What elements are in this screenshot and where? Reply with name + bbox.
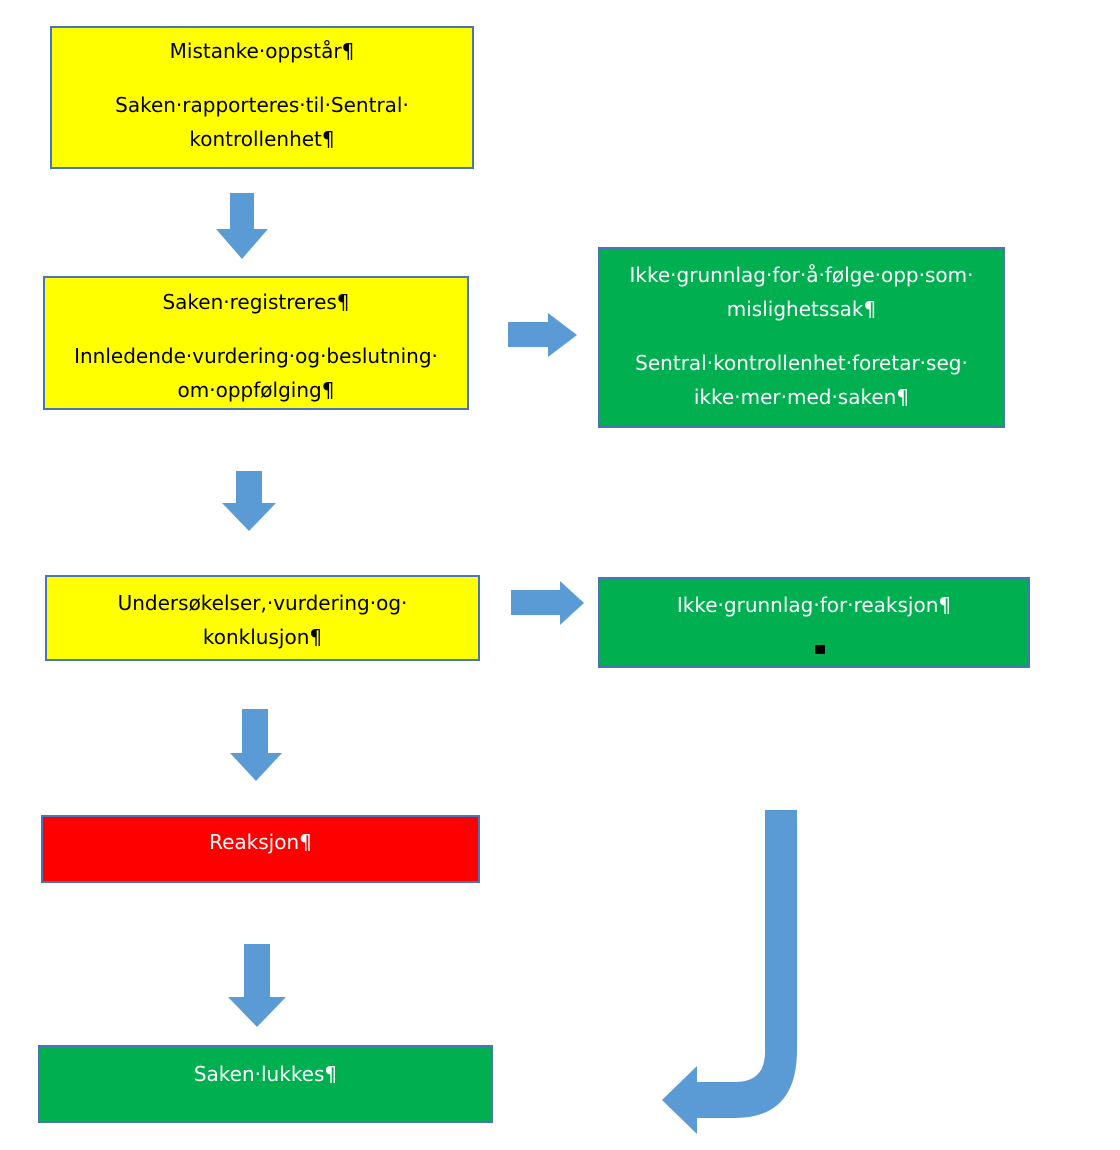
arrow-right-2 — [511, 581, 584, 625]
box-text-line: Innledende·vurdering·og·beslutning· — [74, 344, 438, 368]
anchor-marker-icon — [815, 645, 825, 654]
box-title: Reaksjon¶ — [209, 830, 312, 854]
box-text-line: kontrollenhet¶ — [189, 127, 335, 151]
flow-box-investigation: Undersøkelser,·vurdering·og· konklusjon¶ — [45, 575, 480, 661]
box-title: Saken·lukkes¶ — [193, 1062, 338, 1086]
box-title: Saken·registreres¶ — [162, 290, 350, 314]
flow-box-closed: Saken·lukkes¶ — [38, 1045, 493, 1123]
box-text-line: Saken·rapporteres·til·Sentral· — [115, 93, 409, 117]
flow-box-reaction: Reaksjon¶ — [41, 815, 480, 883]
box-text-line: om·oppfølging¶ — [177, 378, 335, 402]
side-box-no-basis-followup: Ikke·grunnlag·for·å·følge·opp·som· misli… — [598, 247, 1005, 428]
box-text-line: ikke·mer·med·saken¶ — [693, 385, 910, 409]
arrow-down-3 — [230, 709, 282, 781]
side-box-no-basis-reaction: Ikke·grunnlag·for·reaksjon¶ — [598, 577, 1030, 668]
box-text-line: Ikke·grunnlag·for·å·følge·opp·som· — [629, 263, 974, 287]
box-text-line: mislighetssak¶ — [726, 297, 877, 321]
arrow-curved-back — [662, 810, 797, 1134]
flow-box-registration: Saken·registreres¶ Innledende·vurdering·… — [43, 276, 469, 410]
arrow-right-1 — [508, 313, 577, 357]
arrow-down-1 — [216, 193, 268, 259]
box-text-line: konklusjon¶ — [202, 625, 323, 649]
arrow-down-2 — [222, 471, 276, 531]
arrow-down-4 — [228, 944, 286, 1027]
box-title: Ikke·grunnlag·for·reaksjon¶ — [676, 593, 952, 617]
flow-box-suspicion: Mistanke·oppstår¶ Saken·rapporteres·til·… — [50, 26, 474, 169]
box-text-line: Sentral·kontrollenhet·foretar·seg· — [635, 351, 968, 375]
box-text-line: Undersøkelser,·vurdering·og· — [117, 591, 408, 615]
box-title: Mistanke·oppstår¶ — [169, 39, 355, 63]
